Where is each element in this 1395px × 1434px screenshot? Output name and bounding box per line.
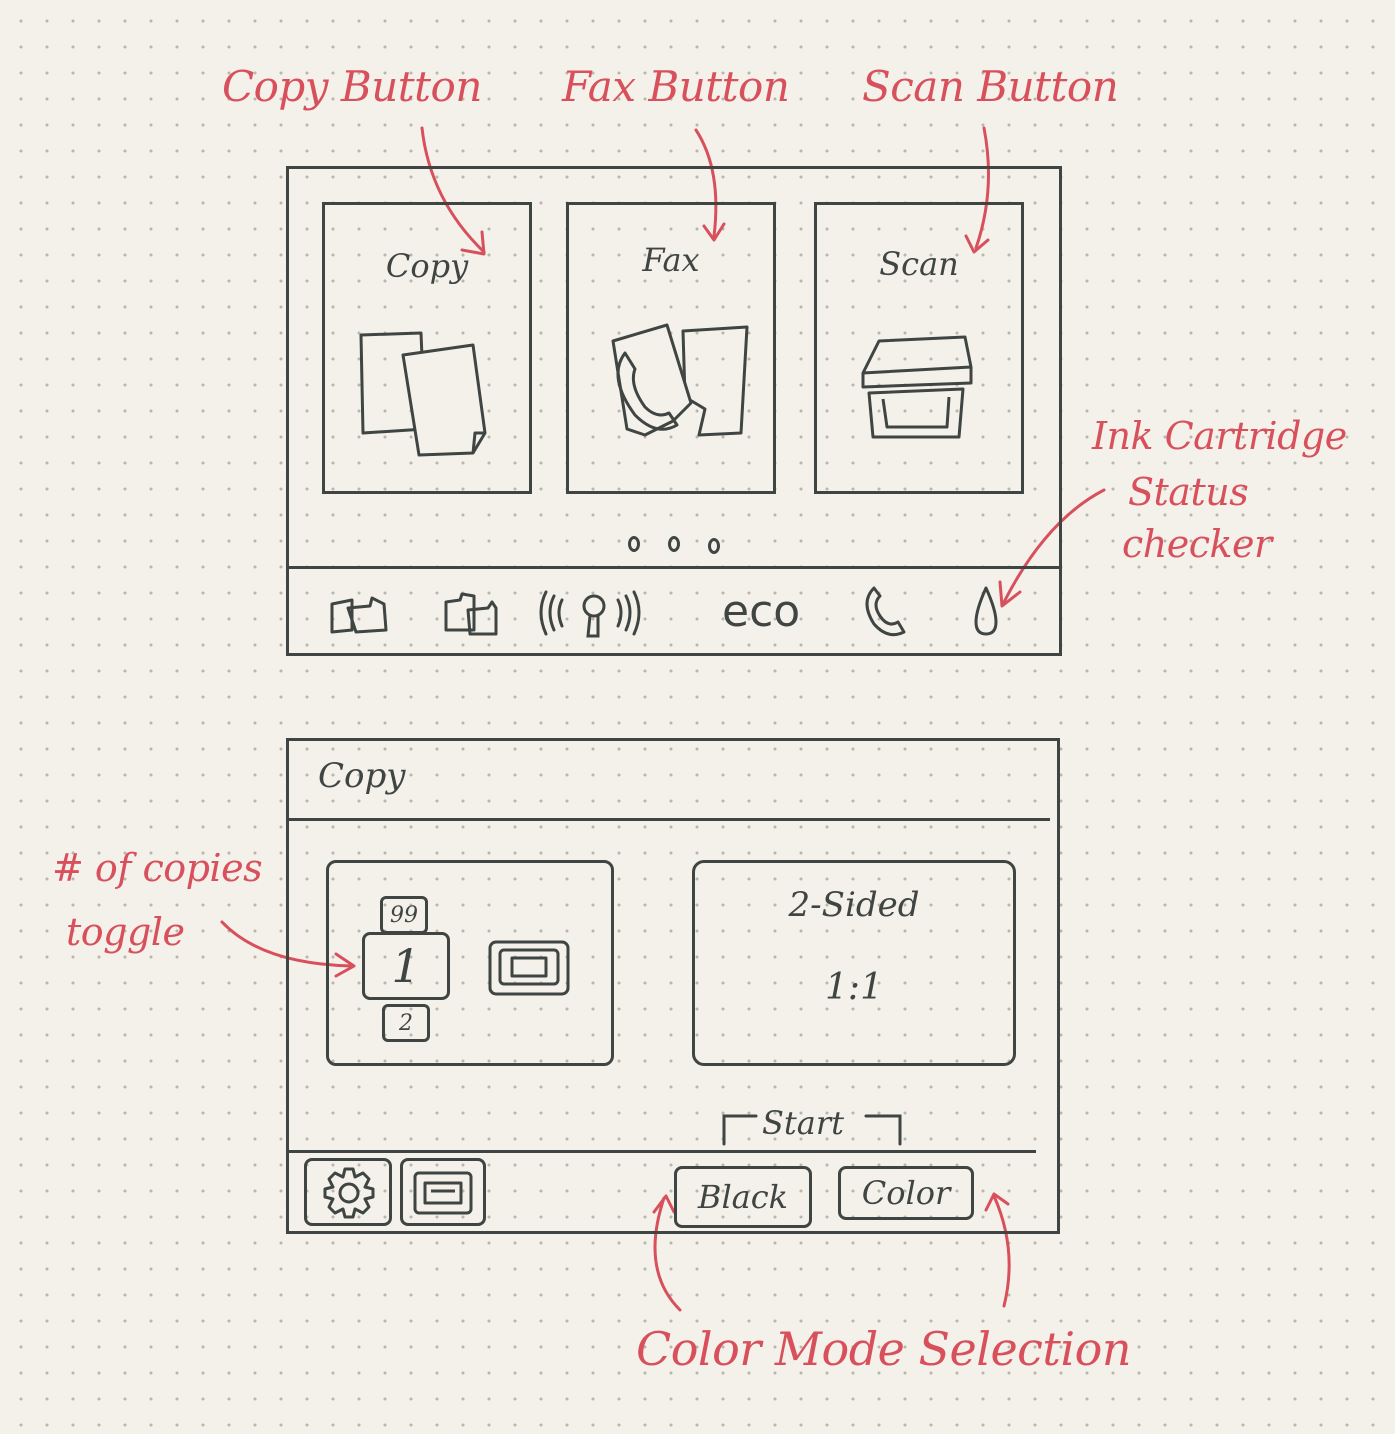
scan-card-label: Scan [879, 245, 959, 283]
printer-icon [413, 1171, 473, 1215]
fax-card-button[interactable]: Fax [566, 202, 776, 494]
wireless-icon[interactable] [536, 584, 660, 642]
start-bracket [722, 1114, 902, 1146]
annotation-ink-status-line1: Ink Cartridge [1092, 414, 1347, 458]
copy-header-divider [288, 818, 1050, 821]
page-dot-1[interactable] [628, 536, 640, 552]
fax-phone-icon [611, 323, 749, 437]
gear-icon [323, 1167, 375, 1219]
annotation-ink-status-line2: Status [1128, 470, 1249, 514]
copies-increment-option[interactable]: 99 [380, 896, 428, 934]
copies-panel [326, 860, 614, 1066]
home-screen-frame [286, 166, 1062, 656]
photo-copy-icon[interactable] [438, 590, 502, 638]
copies-current-value[interactable]: 1 [362, 932, 450, 1000]
fax-card-label: Fax [642, 241, 700, 279]
copy-screen-frame [286, 738, 1060, 1234]
annotation-scan-button: Scan Button [862, 62, 1119, 111]
annotation-ink-status-line3: checker [1122, 522, 1272, 566]
black-copy-button[interactable]: Black [674, 1166, 812, 1228]
copy-settings-printer-icon[interactable] [486, 938, 572, 998]
copy-toolbar-divider [288, 1150, 1036, 1153]
copy-card-button[interactable]: Copy [322, 202, 532, 494]
annotation-copies-toggle-line2: toggle [66, 910, 185, 954]
copy-cards-icon[interactable] [326, 590, 390, 638]
two-sided-value: 1:1 [825, 967, 883, 1008]
ink-drop-icon[interactable] [970, 584, 1004, 640]
annotation-fax-button: Fax Button [562, 62, 790, 111]
annotation-copy-button: Copy Button [222, 62, 482, 111]
copy-pages-icon [359, 331, 487, 457]
scanner-icon [861, 335, 973, 439]
page-dot-3[interactable] [708, 538, 720, 554]
eco-icon[interactable]: eco [722, 586, 801, 637]
settings-button[interactable] [304, 1158, 392, 1226]
annotation-color-mode: Color Mode Selection [636, 1322, 1131, 1376]
scan-card-button[interactable]: Scan [814, 202, 1024, 494]
copy-preview-button[interactable] [400, 1158, 486, 1226]
copies-decrement-option[interactable]: 2 [382, 1004, 430, 1042]
two-sided-label: 2-Sided [788, 885, 920, 925]
copy-screen-title: Copy [318, 756, 406, 796]
color-copy-button[interactable]: Color [838, 1166, 974, 1220]
copy-card-label: Copy [385, 247, 469, 285]
page-dot-2[interactable] [668, 536, 680, 552]
phone-icon[interactable] [860, 584, 910, 640]
two-sided-panel-button[interactable]: 2-Sided 1:1 [692, 860, 1016, 1066]
annotation-copies-toggle-line1: # of copies [52, 846, 263, 890]
home-toolbar-divider [288, 566, 1060, 569]
start-label: Start [762, 1104, 845, 1142]
